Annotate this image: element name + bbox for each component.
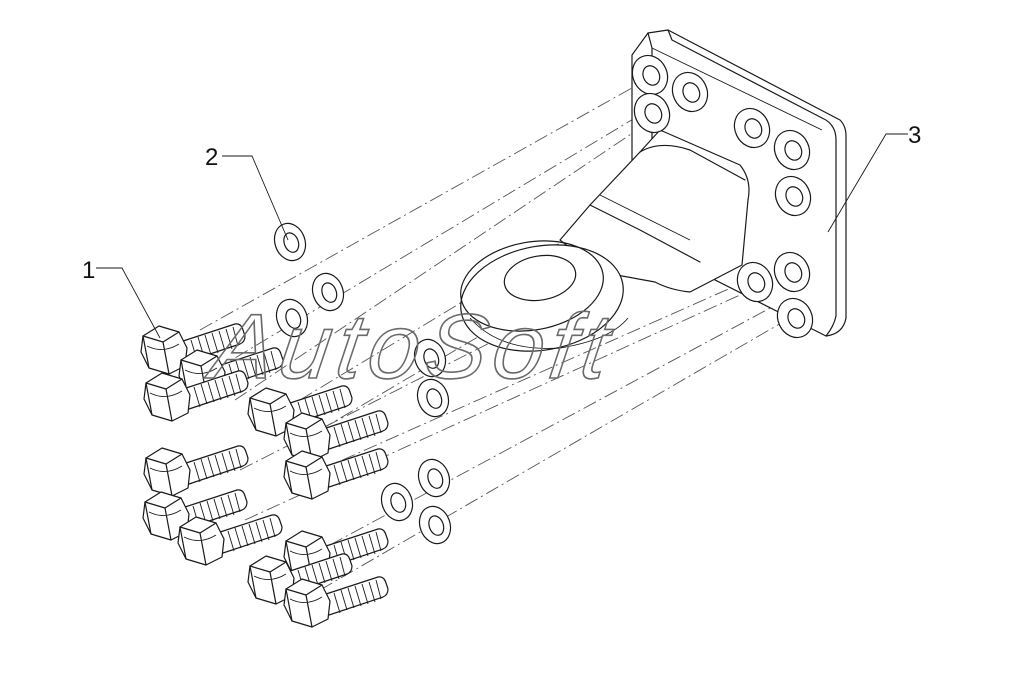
callout-leaders: [96, 133, 908, 339]
callout-number-2: 2: [205, 144, 218, 171]
towing-eye-bracket: [460, 29, 847, 352]
watermark-logo: AutoSoft: [201, 294, 621, 397]
callout-number-3: 3: [908, 122, 921, 149]
callout-number-1: 1: [82, 257, 95, 284]
